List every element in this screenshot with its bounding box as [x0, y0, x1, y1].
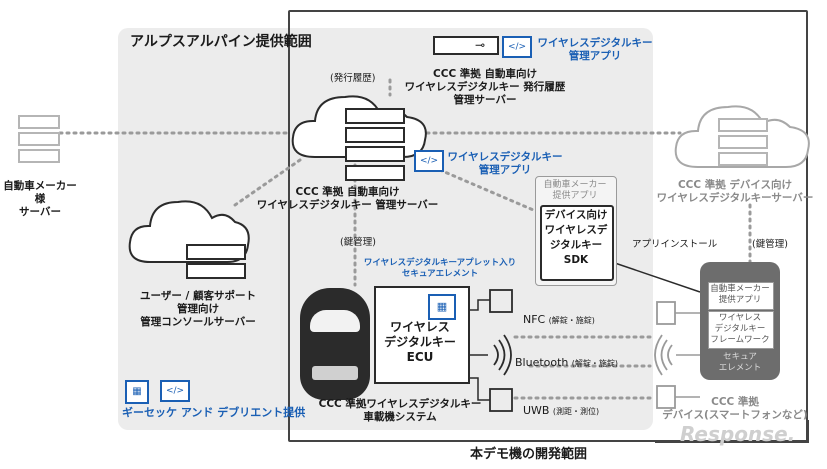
demo-region-border	[288, 10, 808, 442]
giesecke-chip-icon: ▦	[125, 380, 149, 404]
issuance-key-icon: ⊸	[475, 38, 486, 52]
phone-app-label: 自動車メーカー 提供アプリ	[710, 284, 770, 305]
secure-element-label: ワイヤレスデジタルキーアプレット入り セキュアエレメント	[363, 258, 517, 279]
uwb-name: UWB	[523, 404, 550, 417]
phone-framework-label: ワイヤレス デジタルキー フレームワーク	[710, 313, 770, 345]
issuance-history-note: (発行履歴)	[330, 73, 376, 84]
demo-region-title: 本デモ機の開発範囲	[470, 447, 588, 462]
phone-app-box	[708, 282, 774, 310]
device-caption: CCC 準拠 デバイス(スマートフォンなど)	[662, 396, 808, 421]
issuance-app-icon: </>	[502, 36, 532, 58]
nfc-name: NFC	[523, 313, 546, 326]
maker-server-icon	[18, 115, 60, 163]
main-app-icon: </>	[414, 150, 444, 172]
console-server-label: ユーザー / 顧客サポート 管理向け 管理コンソールサーバー	[140, 290, 256, 328]
nfc-note: (解錠・施錠)	[548, 316, 595, 325]
console-server-icon	[186, 244, 246, 279]
main-server-label: CCC 準拠 自動車向け ワイヤレスデジタルキー 管理サーバー	[256, 186, 439, 211]
issuance-app-label: ワイヤレスデジタルキー 管理アプリ	[537, 37, 653, 62]
phone-se-label: セキュア エレメント	[718, 352, 762, 373]
bluetooth-label: Bluetooth (解錠・施錠)	[515, 356, 618, 370]
issuance-server-label: CCC 準拠 自動車向け ワイヤレスデジタルキー 発行履歴 管理サーバー	[404, 68, 566, 106]
alps-region-title: アルプスアルパイン提供範囲	[130, 34, 312, 50]
secure-element-chip-icon: ▦	[428, 294, 456, 320]
maker-server-label: 自動車メーカー様 サーバー	[3, 180, 77, 218]
sdk-label: デバイス向け ワイヤレスデ ジタルキー SDK	[544, 209, 608, 266]
car-icon	[300, 288, 370, 400]
nfc-label: NFC (解錠・施錠)	[523, 313, 595, 327]
giesecke-label: ギーセッケ アンド デブリエント提供	[122, 406, 306, 419]
sdk-provider-label: 自動車メーカー 提供アプリ	[543, 180, 607, 201]
uwb-label: UWB (測距・測位)	[523, 404, 599, 418]
ecu-label: ワイヤレス デジタルキー ECU	[384, 320, 456, 364]
uwb-note: (測距・測位)	[552, 407, 600, 416]
app-install-label: アプリインストール	[632, 239, 718, 250]
main-server-icon	[345, 108, 405, 181]
key-mgmt-note-left: (鍵管理)	[340, 237, 376, 248]
watermark: Response.	[680, 422, 796, 446]
vehicle-system-label: CCC 準拠ワイヤレスデジタルキー 車載機システム	[318, 398, 482, 423]
main-app-label: ワイヤレスデジタルキー 管理アプリ	[447, 151, 563, 176]
device-server-label: CCC 準拠 デバイス向け ワイヤレスデジタルキーサーバー	[656, 179, 814, 204]
phone-framework-box	[708, 311, 774, 349]
giesecke-app-icon: </>	[160, 380, 190, 402]
bluetooth-note: (解錠・施錠)	[571, 359, 618, 368]
key-mgmt-note-right: (鍵管理)	[752, 239, 788, 250]
device-server-icon	[718, 118, 768, 166]
issuance-server-icon	[433, 36, 499, 55]
bluetooth-name: Bluetooth	[515, 356, 569, 369]
sdk-inner-box	[540, 205, 614, 281]
